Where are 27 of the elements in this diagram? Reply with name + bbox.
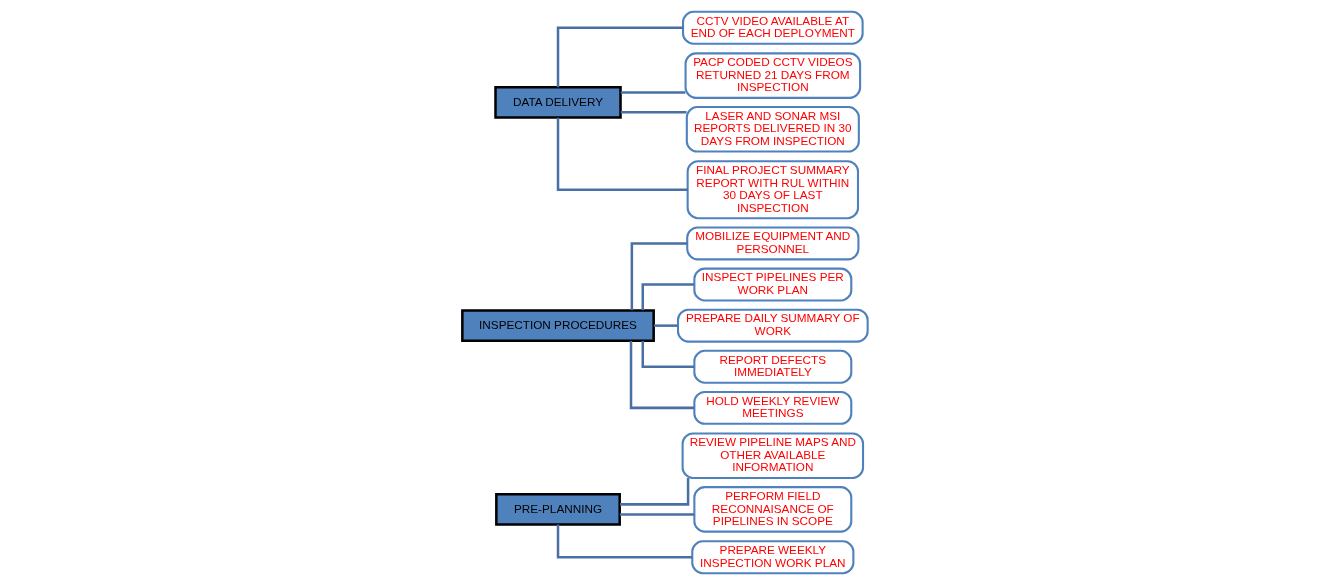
node-box: LASER AND SONAR MSI REPORTS DELIVERED IN 30 DAYS FROM INSPECTION [685,106,860,153]
node-box: DATA DELIVERY [494,86,622,119]
node-box: CCTV VIDEO AVAILABLE AT END OF EACH DEPLOYMENT [682,10,864,45]
node-box: FINAL PROJECT SUMMARY REPORT WITH RUL WITHIN 30 DAYS OF LAST INSPECTION [686,160,860,220]
connector [630,242,688,311]
node-box: PERFORM FIELD RECONNAISANCE OF PIPELINES IN SCOPE [693,486,853,533]
connector [629,341,695,410]
node-box: REPORT DEFECTS IMMEDIATELY [693,349,853,384]
connector [641,340,695,368]
connector [556,26,683,88]
node-box: PREPARE WEEKLY INSPECTION WORK PLAN [691,540,855,575]
connector [556,524,693,559]
connector [653,324,678,327]
node-box: INSPECT PIPELINES PER WORK PLAN [693,267,853,302]
connector [619,513,695,516]
connector [556,117,688,191]
node-box: MOBILIZE EQUIPMENT AND PERSONNEL [686,226,860,261]
connector [620,91,686,94]
node-box: PRE-PLANNING [495,493,621,526]
node-box: INSPECTION PROCEDURES [461,309,655,342]
node-box: PREPARE DAILY SUMMARY OF WORK [676,308,869,343]
connector [641,283,695,311]
node-box: HOLD WEEKLY REVIEW MEETINGS [693,390,853,425]
node-box: REVIEW PIPELINE MAPS AND OTHER AVAILABLE INFORMATION [681,432,865,479]
connector [620,478,690,506]
node-box: PACP CODED CCTV VIDEOS RETURNED 21 DAYS FROM INSPECTION [684,52,862,99]
connector [620,111,687,114]
